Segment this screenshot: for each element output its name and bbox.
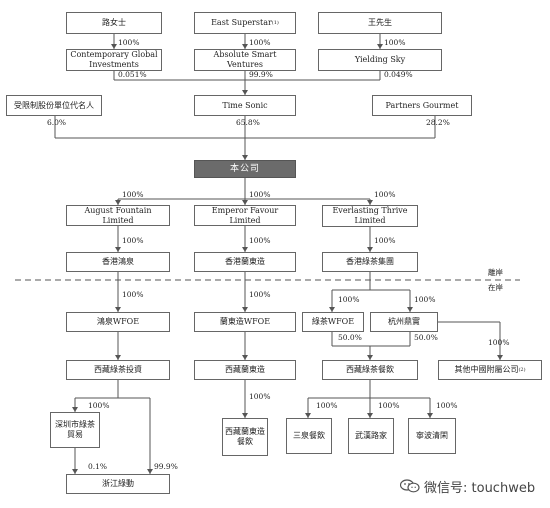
entity-lu: 路女士 — [66, 12, 162, 34]
entity-wuhan: 武漢路家 — [348, 418, 394, 454]
pct-canyin-sanquan: 100% — [316, 401, 338, 410]
pct-everlasting-hk: 100% — [374, 236, 396, 245]
entity-xizang-lantongzao: 西藏蘭東造 — [194, 360, 296, 380]
entity-hangzhou: 杭州鼎實 — [370, 312, 438, 332]
entity-ningbo: 寧波清閑 — [408, 418, 456, 454]
entity-hk-lucai: 香港綠茶集團 — [322, 252, 418, 272]
pct-contemporary-timesonic: 0.051% — [118, 70, 147, 79]
pct-company-august: 100% — [122, 190, 144, 199]
pct-touzi-shenzhen: 100% — [88, 401, 110, 410]
pct-hangzhou-canyin: 50.0% — [414, 333, 438, 342]
entity-xizang-canyin: 西藏綠茶餐飲 — [322, 360, 418, 380]
pct-wang-yielding: 100% — [384, 38, 406, 47]
entity-zhejiang: 浙江綠動 — [66, 474, 170, 494]
entity-time-sonic: Time Sonic — [194, 95, 296, 116]
pct-company-everlasting: 100% — [374, 190, 396, 199]
pct-hk-lantongzao-wfoe: 100% — [249, 290, 271, 299]
entity-xizang-touzi: 西藏綠茶投資 — [66, 360, 170, 380]
entity-company: 本公司 — [194, 160, 296, 178]
pct-lantongzao-canyin: 100% — [249, 392, 271, 401]
pct-nominee-company: 6.0% — [47, 118, 67, 127]
pct-timesonic-company: 65.8% — [236, 118, 260, 127]
entity-other-subs: 其他中國附屬公司(2) — [438, 360, 542, 380]
pct-lucai-wfoe-canyin: 50.0% — [338, 333, 362, 342]
entity-emperor-favour: Emperor Favour Limited — [194, 205, 296, 226]
pct-company-emperor: 100% — [249, 190, 271, 199]
pct-yielding-timesonic: 0.049% — [384, 70, 413, 79]
arrowheads — [72, 44, 503, 474]
pct-canyin-wuhan: 100% — [378, 401, 400, 410]
pct-emperor-hk: 100% — [249, 236, 271, 245]
entity-partners-gourmet: Partners Gourmet — [372, 95, 472, 116]
entity-lantongzao-wfoe: 蘭東造WFOE — [194, 312, 296, 332]
entity-hk-hongquan: 香港鴻泉 — [66, 252, 170, 272]
entity-august-fountain: August Fountain Limited — [66, 205, 170, 226]
entity-sanquan: 三泉餐飲 — [286, 418, 332, 454]
pct-touzi-zhejiang: 99.9% — [154, 462, 178, 471]
pct-hangzhou-other: 100% — [488, 338, 510, 347]
entity-lucai-wfoe: 綠茶WFOE — [302, 312, 364, 332]
watermark: 微信号: touchweb — [400, 474, 550, 498]
entity-east-superstar: East Superstar(1) — [194, 12, 296, 34]
pct-shenzhen-zhejiang: 0.1% — [88, 462, 108, 471]
pct-partners-company: 28.2% — [426, 118, 450, 127]
entity-everlasting-thrive: Everlasting Thrive Limited — [322, 205, 418, 227]
entity-wang: 王先生 — [318, 12, 442, 34]
watermark-text: 微信号: touchweb — [424, 480, 536, 496]
entity-hongquan-wfoe: 鴻泉WFOE — [66, 312, 170, 332]
wechat-icon — [400, 479, 420, 493]
entity-yielding-sky: Yielding Sky — [318, 49, 442, 71]
pct-hk-lucai-wfoe: 100% — [338, 295, 360, 304]
entity-hk-lantongzao: 香港蘭東造 — [194, 252, 296, 272]
pct-hk-hongquan-wfoe: 100% — [122, 290, 144, 299]
region-offshore: 離岸 — [488, 268, 503, 277]
pct-lu-contemporary: 100% — [118, 38, 140, 47]
entity-nominee: 受限制股份單位代名人 — [6, 95, 102, 116]
pct-august-hk: 100% — [122, 236, 144, 245]
pct-canyin-ningbo: 100% — [436, 401, 458, 410]
pct-east-absolute: 100% — [249, 38, 271, 47]
entity-shenzhen: 深圳市綠茶貿易 — [50, 412, 100, 448]
pct-hk-lucai-hangzhou: 100% — [414, 295, 436, 304]
entity-contemporary-global: Contemporary Global Investments — [66, 49, 162, 71]
pct-absolute-timesonic: 99.9% — [249, 70, 273, 79]
region-onshore: 在岸 — [488, 283, 503, 292]
entity-absolute-smart: Absolute Smart Ventures — [194, 49, 296, 71]
entity-xizang-lantongzao-canyin: 西藏蘭東造餐飲 — [222, 418, 268, 456]
